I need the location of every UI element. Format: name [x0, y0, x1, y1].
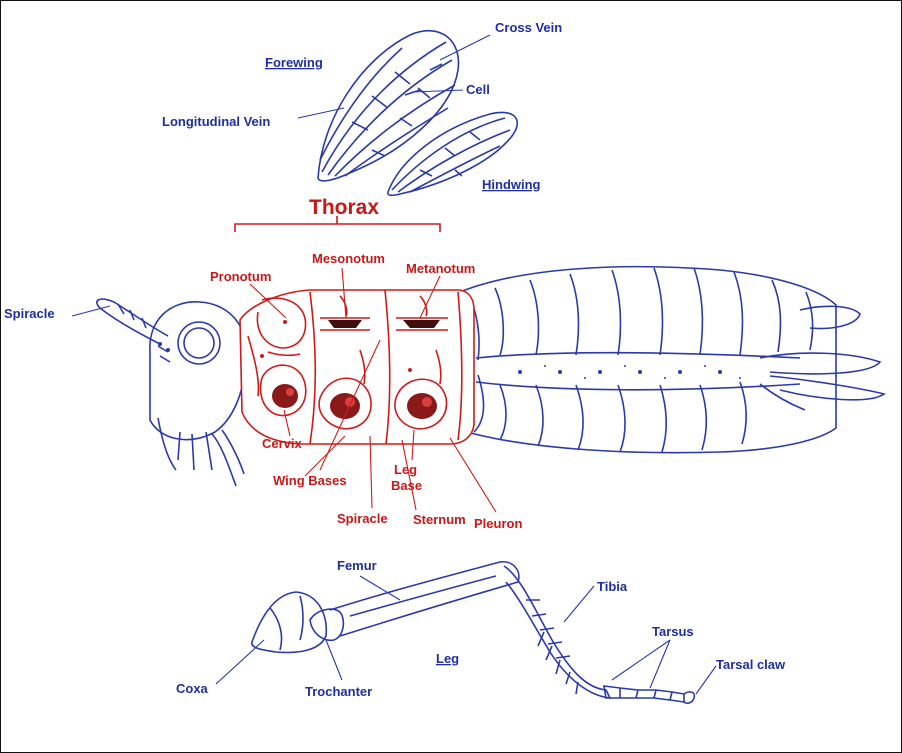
leg-drawing	[252, 562, 695, 703]
cross-vein-label: Cross Vein	[495, 20, 562, 35]
head-drawing	[97, 299, 247, 486]
femur-label: Femur	[337, 558, 377, 573]
tarsal-claw-label: Tarsal claw	[716, 657, 786, 672]
thorax-title: Thorax	[309, 196, 379, 219]
abdomen-drawing	[460, 267, 884, 453]
cervix-label: Cervix	[262, 436, 303, 451]
spiracle-label: Spiracle	[337, 511, 388, 526]
forewing-drawing	[318, 31, 458, 181]
mesonotum-label: Mesonotum	[312, 251, 385, 266]
head-spiracle-label: Spiracle	[4, 306, 55, 321]
pleuron-label: Pleuron	[474, 516, 522, 531]
cell-label: Cell	[466, 82, 490, 97]
leg-title: Leg	[436, 651, 459, 666]
pronotum-label: Pronotum	[210, 269, 271, 284]
trochanter-label: Trochanter	[305, 684, 372, 699]
hindwing-label: Hindwing	[482, 177, 541, 192]
sternum-label: Sternum	[413, 512, 466, 527]
wing-bases-label: Wing Bases	[273, 473, 347, 488]
leg-base-label-line1: Leg	[394, 462, 417, 477]
tarsus-label: Tarsus	[652, 624, 694, 639]
tibia-label: Tibia	[597, 579, 628, 594]
forewing-label: Forewing	[265, 55, 323, 70]
metanotum-label: Metanotum	[406, 261, 475, 276]
leg-base-label-line2: Base	[391, 478, 422, 493]
longitudinal-vein-label: Longitudinal Vein	[162, 114, 270, 129]
coxa-label: Coxa	[176, 681, 209, 696]
wing-leader-lines	[298, 35, 490, 118]
